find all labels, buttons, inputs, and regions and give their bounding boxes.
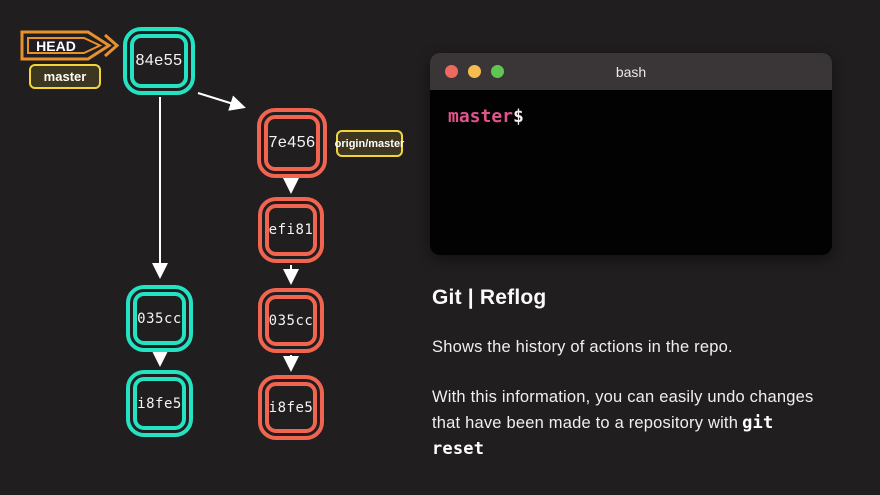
description-line-2: With this information, you can easily un… — [432, 384, 834, 462]
commit-node-035cc-red: 035cc — [258, 288, 324, 353]
head-label: HEAD — [36, 38, 76, 54]
minimize-button[interactable] — [468, 65, 481, 78]
commit-node-inner: 84e55 — [130, 34, 188, 88]
commit-node-inner: i8fe5 — [265, 382, 317, 433]
commit-node-i8fe5-red: i8fe5 — [258, 375, 324, 440]
commit-hash: i8fe5 — [268, 399, 314, 416]
terminal-title: bash — [615, 63, 647, 80]
commit-node-7e456: 7e456 — [257, 108, 327, 178]
prompt-symbol: $ — [513, 106, 524, 127]
page-title: Git | Reflog — [432, 286, 547, 309]
terminal-titlebar[interactable]: bash — [430, 53, 832, 90]
description-text: With this information, you can easily un… — [432, 388, 814, 432]
close-button[interactable] — [445, 65, 458, 78]
branch-tag-origin-master: origin/master — [334, 130, 405, 157]
branch-tag-master: master — [29, 64, 101, 89]
commit-hash: i8fe5 — [137, 395, 182, 412]
info-panel: Git | Reflog Shows the history of action… — [432, 286, 834, 462]
commit-hash: efi81 — [268, 222, 314, 238]
zoom-button[interactable] — [491, 65, 504, 78]
commit-node-84e55: 84e55 — [123, 27, 195, 95]
commit-node-inner: efi81 — [265, 204, 317, 256]
window-controls — [445, 65, 504, 78]
commit-node-inner: 035cc — [265, 295, 317, 346]
commit-node-inner: 035cc — [133, 292, 186, 345]
branch-tag-master-label: master — [43, 69, 87, 84]
description-line-1: Shows the history of actions in the repo… — [432, 338, 733, 356]
commit-hash: 84e55 — [135, 52, 183, 69]
terminal-body[interactable]: master$ — [430, 90, 832, 255]
head-pointer-icon: HEAD — [20, 30, 120, 61]
commit-node-efi81: efi81 — [258, 197, 324, 263]
edge-84e55-to-7e456 — [197, 92, 246, 111]
commit-node-inner: 7e456 — [264, 115, 320, 171]
commit-node-inner: i8fe5 — [133, 377, 186, 430]
terminal-window: bash master$ — [430, 53, 832, 255]
commit-hash: 035cc — [137, 310, 182, 327]
commit-node-i8fe5-teal: i8fe5 — [126, 370, 193, 437]
commit-hash: 7e456 — [268, 134, 316, 151]
commit-node-035cc-teal: 035cc — [126, 285, 193, 352]
branch-tag-origin-master-label: origin/master — [334, 137, 405, 150]
prompt-branch: master — [448, 106, 514, 127]
git-reset-code: git reset — [432, 413, 774, 459]
commit-hash: 035cc — [268, 312, 314, 329]
